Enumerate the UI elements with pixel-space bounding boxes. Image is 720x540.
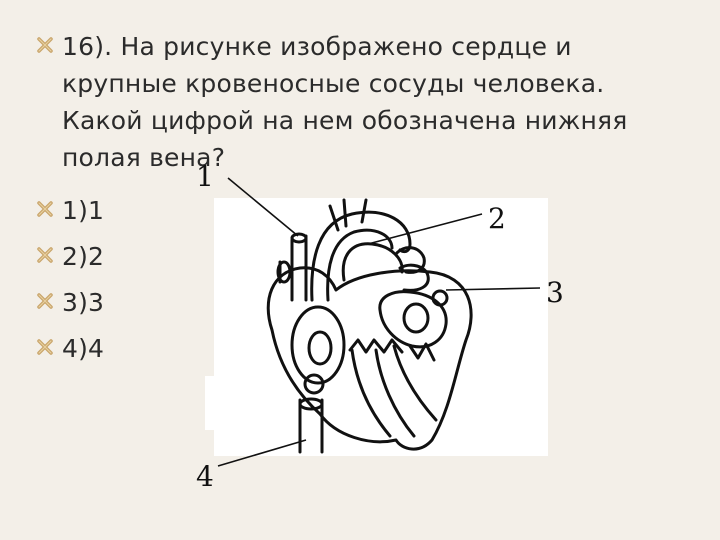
figure-label-3: 3	[546, 276, 564, 309]
figure-label-1: 1	[196, 160, 214, 193]
diagram-background-notch	[205, 376, 217, 430]
figure-label-2: 2	[488, 202, 506, 235]
diagram-background	[214, 198, 548, 456]
figure-label-4: 4	[196, 460, 214, 493]
